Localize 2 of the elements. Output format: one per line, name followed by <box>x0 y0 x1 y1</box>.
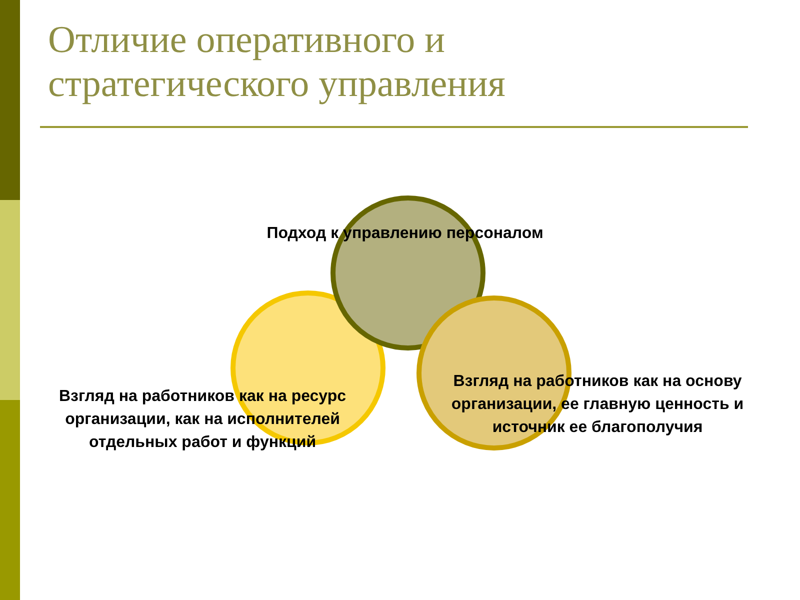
slide-title: Отличие оперативного и стратегического управления <box>48 18 506 106</box>
circle-label: Взгляд на работников как на ресурс организации, как на исполнителей отдельных работ и функций <box>58 387 348 453</box>
